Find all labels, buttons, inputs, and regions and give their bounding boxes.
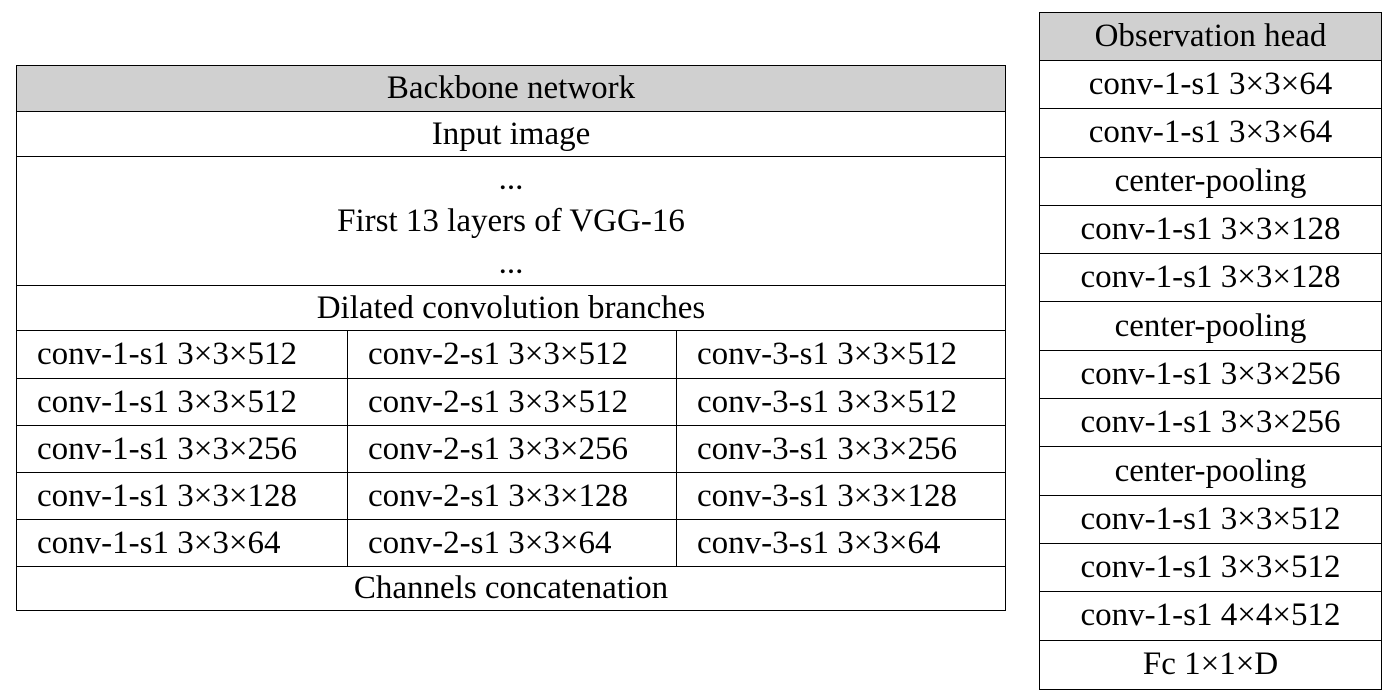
layer-row: conv-1-s1 3×3×64 bbox=[1040, 60, 1381, 108]
branch-cell: conv-3-s1 3×3×128 bbox=[676, 472, 1005, 519]
layer-row: conv-1-s1 3×3×128 bbox=[1040, 253, 1381, 301]
pooling-layer-row: center-pooling bbox=[1040, 156, 1381, 205]
branch-cell: conv-2-s1 3×3×512 bbox=[347, 331, 676, 378]
branch-cell: conv-1-s1 3×3×256 bbox=[17, 425, 347, 472]
branch-cell: conv-1-s1 3×3×512 bbox=[37, 336, 297, 372]
branch-cell: conv-1-s1 3×3×64 bbox=[17, 519, 347, 566]
layer-row: conv-1-s1 3×3×256 bbox=[1040, 398, 1381, 446]
branch-cell: conv-3-s1 3×3×512 bbox=[676, 331, 1005, 378]
layer-row: conv-1-s1 3×3×512 bbox=[1040, 542, 1381, 591]
branch-cell: conv-1-s1 3×3×128 bbox=[17, 472, 347, 519]
input-image-row: Input image bbox=[17, 111, 1005, 156]
layer-row: conv-1-s1 3×3×64 bbox=[1040, 108, 1381, 156]
channels-concatenation-row: Channels concatenation bbox=[17, 566, 1005, 610]
layer-row: conv-1-s1 4×4×512 bbox=[1040, 591, 1381, 639]
vgg-layers-row: ... First 13 layers of VGG-16 ... bbox=[17, 156, 1005, 285]
branch-cell: conv-2-s1 3×3×512 bbox=[347, 378, 676, 425]
branch-cell: conv-2-s1 3×3×128 bbox=[347, 472, 676, 519]
vgg-dots-bottom: ... bbox=[498, 245, 524, 281]
layer-row: conv-1-s1 3×3×128 bbox=[1040, 204, 1381, 253]
branch-cell: conv-2-s1 3×3×64 bbox=[347, 519, 676, 566]
dilated-branches-row: Dilated convolution branches bbox=[17, 285, 1005, 330]
branch-cell: conv-1-s1 3×3×512 bbox=[17, 378, 347, 425]
layer-row: conv-1-s1 3×3×256 bbox=[1040, 349, 1381, 398]
pooling-layer-row: center-pooling bbox=[1040, 301, 1381, 349]
branch-cell: conv-3-s1 3×3×512 bbox=[676, 378, 1005, 425]
layer-row: conv-1-s1 3×3×512 bbox=[1040, 494, 1381, 543]
branch-cell: conv-3-s1 3×3×64 bbox=[676, 519, 1005, 566]
vgg-label: First 13 layers of VGG-16 bbox=[337, 203, 685, 239]
branch-cell: conv-3-s1 3×3×256 bbox=[676, 425, 1005, 472]
observation-header: Observation head bbox=[1040, 13, 1381, 60]
branch-cell: conv-2-s1 3×3×256 bbox=[347, 425, 676, 472]
pooling-layer-row: center-pooling bbox=[1040, 446, 1381, 494]
backbone-network-table: Backbone network Input image ... First 1… bbox=[16, 65, 1006, 611]
vgg-dots-top: ... bbox=[498, 161, 524, 197]
backbone-header: Backbone network bbox=[17, 66, 1005, 111]
layer-row: Fc 1×1×D bbox=[1040, 639, 1381, 688]
